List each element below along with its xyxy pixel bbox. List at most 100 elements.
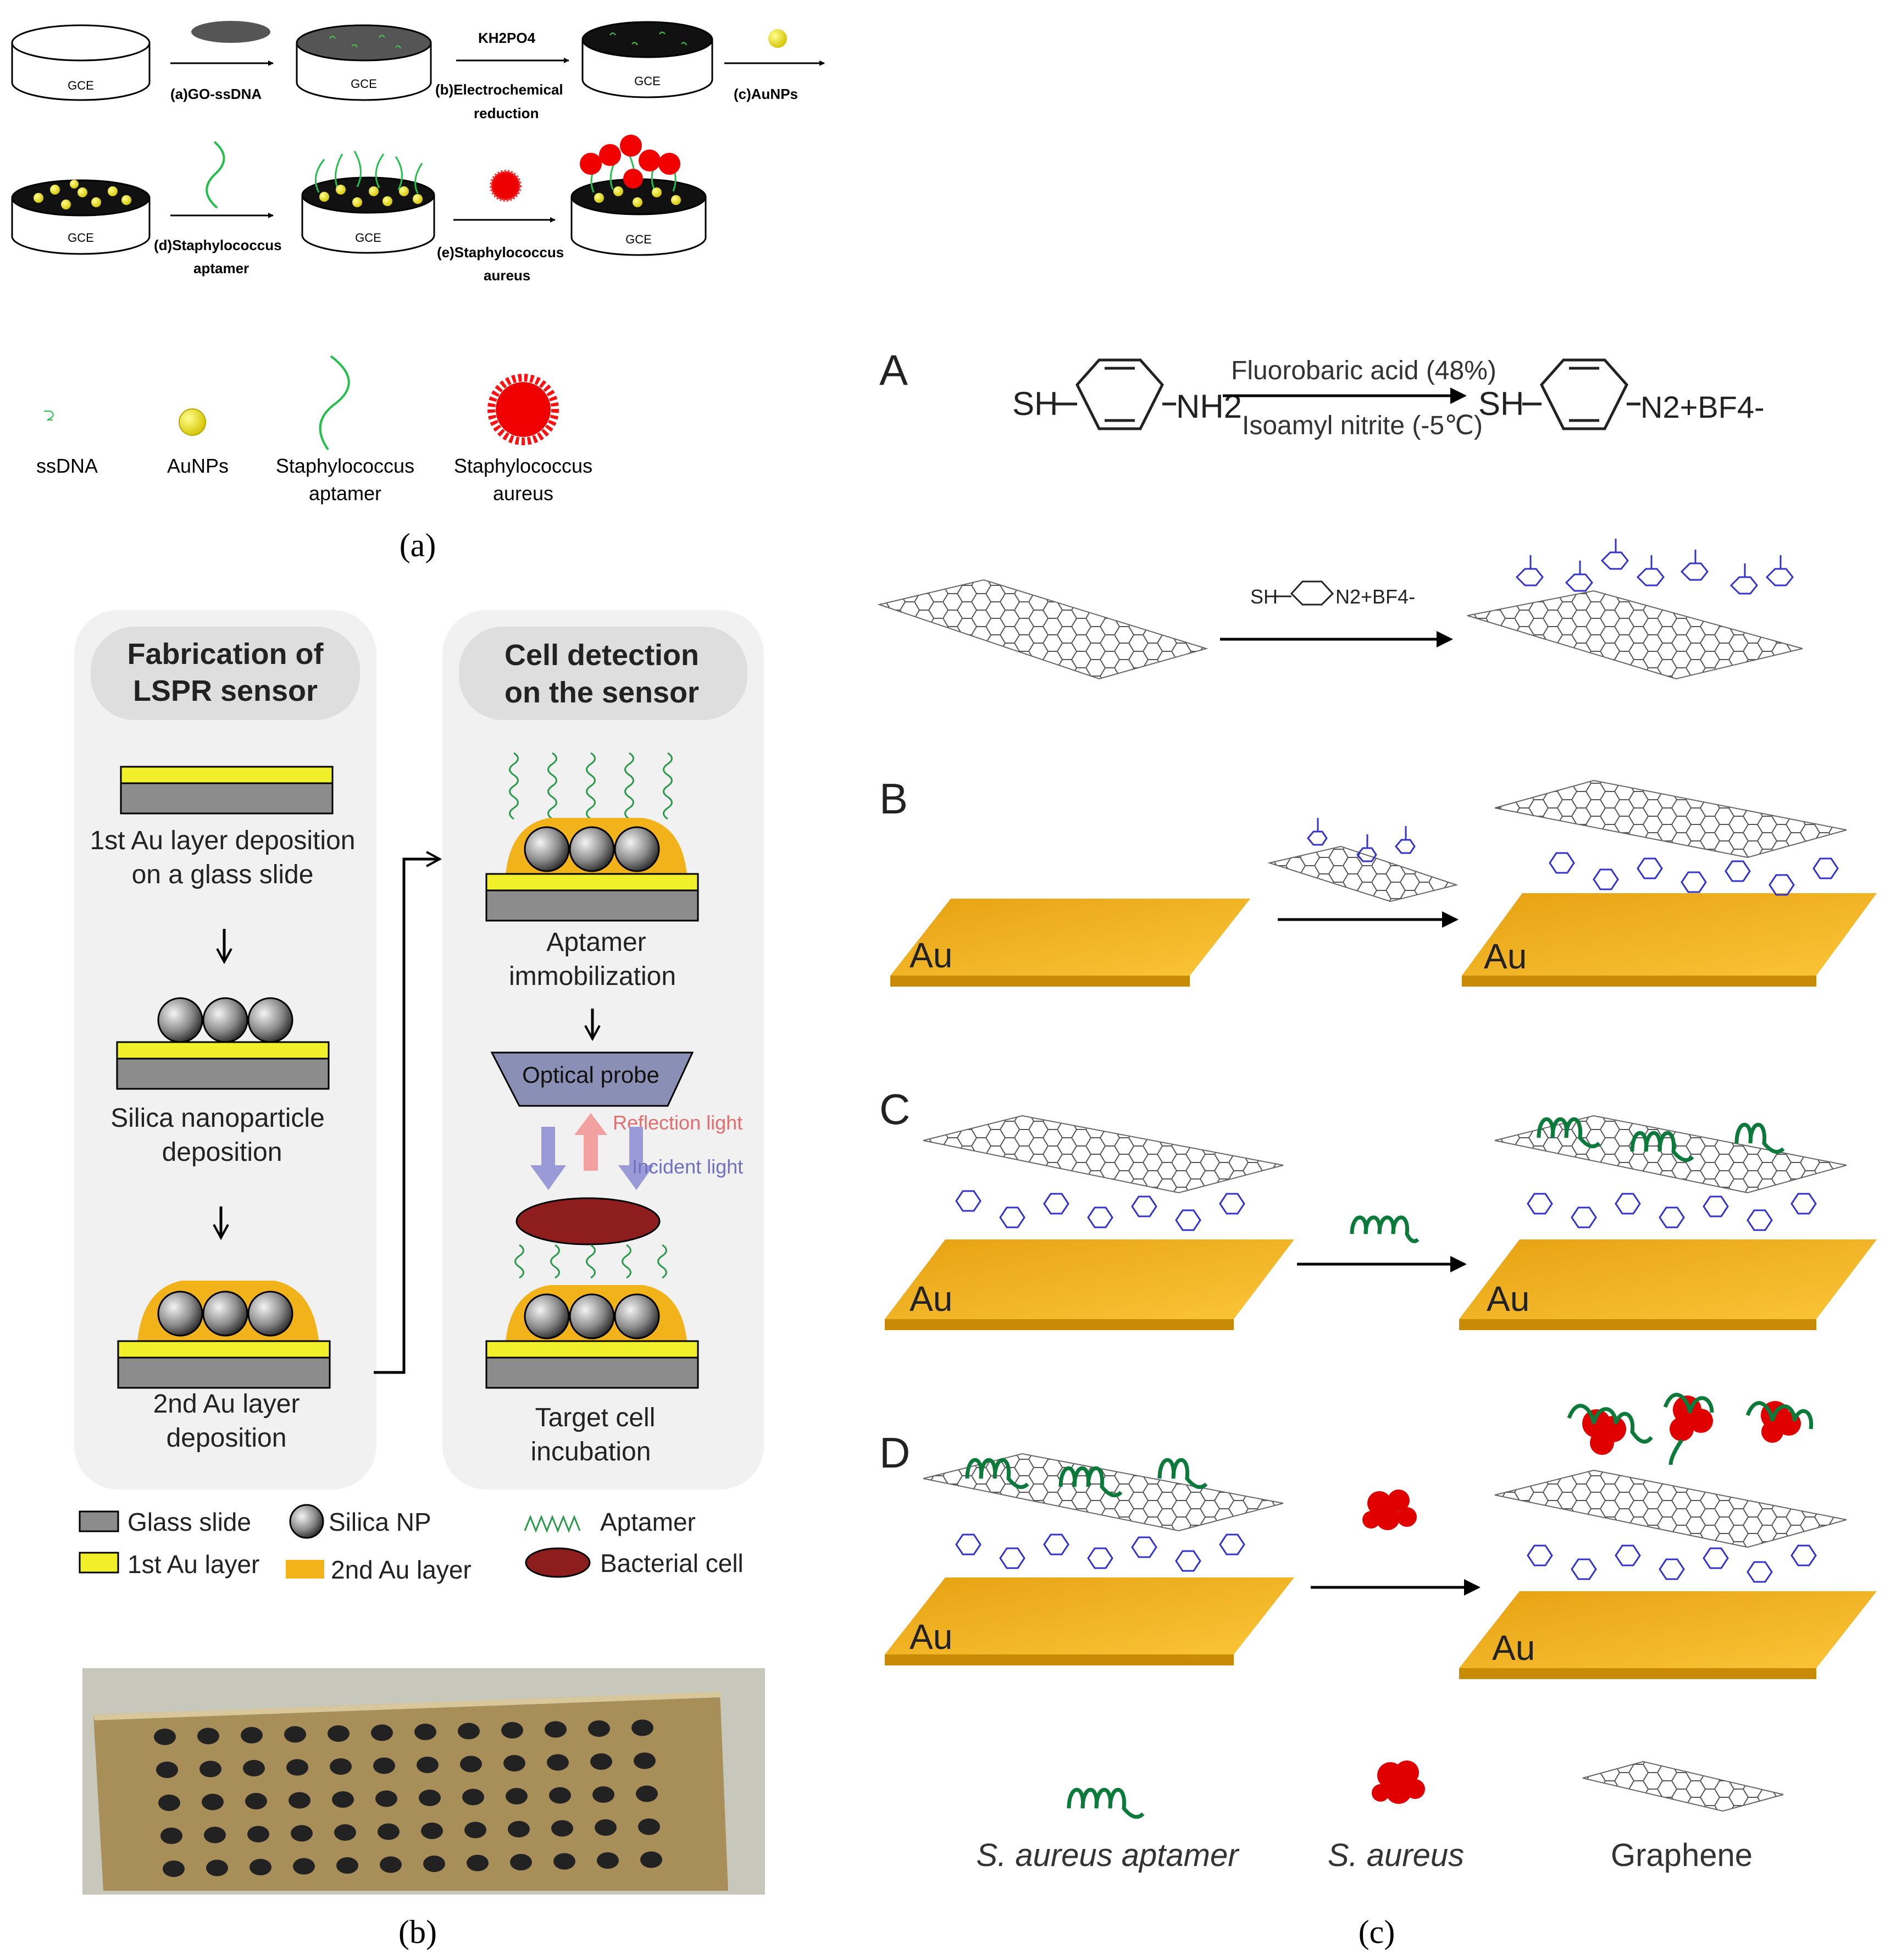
sensor-well bbox=[334, 1824, 356, 1841]
sensor-well bbox=[293, 1858, 315, 1875]
au-slab-C-left: Au bbox=[885, 1239, 1294, 1330]
legend-bacterium-icon bbox=[487, 374, 559, 445]
sensor-well bbox=[510, 1854, 532, 1870]
sensor-well bbox=[547, 1754, 569, 1771]
label-B: B bbox=[879, 774, 908, 823]
aptamer-icon bbox=[206, 141, 225, 209]
caption-b: (b) bbox=[398, 1914, 437, 1950]
s-aureus-cluster-D bbox=[1362, 1490, 1417, 1530]
sensor-well bbox=[462, 1789, 484, 1806]
legend-graphene: Graphene bbox=[1611, 1837, 1753, 1873]
au-label: Au bbox=[1487, 1279, 1529, 1319]
substrate-step1 bbox=[120, 766, 334, 815]
graphene-thiol-small bbox=[1267, 845, 1459, 903]
legend-au2: 2nd Au layer bbox=[331, 1555, 472, 1584]
sensor-well bbox=[243, 1760, 265, 1776]
aptamer-array-top bbox=[509, 752, 673, 820]
sensor-well bbox=[380, 1856, 402, 1873]
sensor-well bbox=[638, 1818, 660, 1835]
step3-text-1: 2nd Au layer bbox=[153, 1389, 300, 1419]
condition-2: Isoamyl nitrite (-5℃) bbox=[1242, 411, 1483, 440]
legend-aptamer-swatch bbox=[524, 1514, 581, 1533]
legend-au1-swatch bbox=[79, 1552, 119, 1574]
sensor-well bbox=[464, 1821, 486, 1839]
legend-silica-swatch bbox=[289, 1504, 324, 1539]
label-A: A bbox=[879, 346, 908, 394]
linker-rings-C-right bbox=[1527, 1193, 1817, 1231]
linker-rings-D-left bbox=[955, 1533, 1245, 1572]
label-C: C bbox=[879, 1085, 910, 1133]
sensor-well bbox=[597, 1852, 619, 1869]
aptamer-coil-C bbox=[1350, 1215, 1420, 1243]
step1-text-1: 1st Au layer deposition bbox=[90, 826, 356, 855]
fabrication-title-bg bbox=[91, 627, 360, 720]
legend-au2-swatch bbox=[286, 1560, 324, 1579]
panel-b: Fabrication of LSPR sensor Cell detectio… bbox=[74, 610, 765, 1950]
au-label: Au bbox=[1484, 937, 1527, 976]
sensor-well bbox=[206, 1859, 228, 1876]
sensor-well bbox=[508, 1821, 530, 1837]
optical-probe bbox=[490, 1051, 694, 1107]
small-diazo: N2+BF4- bbox=[1335, 585, 1415, 608]
legend-aureus-1: Staphylococcus bbox=[454, 455, 592, 477]
au-slab-B-right: Au bbox=[1462, 893, 1877, 987]
sensor-well bbox=[551, 1820, 573, 1837]
gce-aptamer: GCE bbox=[301, 151, 435, 254]
bacterial-cell bbox=[515, 1197, 661, 1245]
step1-text-2: on a glass slide bbox=[132, 860, 314, 889]
linker-rings-D-right bbox=[1527, 1544, 1817, 1583]
legend-au1: 1st Au layer bbox=[127, 1550, 259, 1579]
step5-text-1: Target cell bbox=[535, 1403, 656, 1432]
sh-left: SH bbox=[1012, 385, 1058, 422]
aptamer-array-bottom bbox=[514, 1244, 667, 1279]
legend-aureus-2: aureus bbox=[493, 482, 553, 505]
graphene-sheet-plain bbox=[877, 579, 1208, 680]
panel-a: GCE (a)GO-ssDNA GCE KH2PO4 (b)Electroche… bbox=[11, 21, 825, 563]
sensor-well bbox=[595, 1819, 617, 1836]
au-slab-D-right: Au bbox=[1459, 1591, 1877, 1679]
sensor-well bbox=[284, 1726, 306, 1743]
sensor-well bbox=[330, 1758, 352, 1775]
optical-probe-label: Optical probe bbox=[522, 1062, 659, 1088]
step4-text-1: Aptamer bbox=[546, 928, 646, 957]
linker-rings-C-left bbox=[955, 1190, 1245, 1231]
diazo-salt: N2+BF4- bbox=[1640, 390, 1765, 424]
incident-label: Incident light bbox=[632, 1155, 743, 1178]
step-b-label2: reduction bbox=[474, 105, 539, 121]
sensor-well bbox=[375, 1790, 397, 1807]
step-e-label1: (e)Staphylococcus bbox=[437, 244, 564, 261]
sensor-well bbox=[328, 1725, 350, 1742]
sensor-well bbox=[640, 1851, 662, 1868]
sensor-well bbox=[414, 1724, 436, 1740]
gce-label: GCE bbox=[634, 74, 661, 88]
sensor-well bbox=[545, 1721, 567, 1738]
step2-text-2: deposition bbox=[162, 1138, 282, 1167]
gce-label: GCE bbox=[68, 79, 94, 92]
gce-captured: GCE bbox=[570, 135, 707, 256]
aptamer-coils-on-graphene-D bbox=[965, 1458, 1208, 1498]
sensor-well bbox=[636, 1785, 658, 1802]
sensor-well bbox=[634, 1752, 656, 1769]
gce-label: GCE bbox=[625, 232, 652, 246]
panel-c: A SH NH2 Fluorobaric acid (48%) Isoamyl … bbox=[877, 346, 1877, 1950]
sensor-well bbox=[202, 1793, 224, 1810]
gce-label: GCE bbox=[351, 77, 377, 91]
sensor-well bbox=[291, 1825, 313, 1842]
substrate-step5 bbox=[485, 1285, 699, 1389]
sensor-well bbox=[592, 1786, 614, 1803]
sensor-well bbox=[501, 1722, 523, 1738]
substrate-step3 bbox=[117, 1281, 331, 1389]
aunp-icon bbox=[768, 29, 787, 48]
sensor-well bbox=[460, 1756, 482, 1773]
gce-aunp: GCE bbox=[11, 179, 151, 255]
legend-aptamer-coil-icon bbox=[1067, 1788, 1145, 1819]
sensor-well bbox=[549, 1787, 571, 1804]
legend-glass-swatch bbox=[79, 1510, 119, 1532]
au-label: Au bbox=[910, 935, 952, 975]
sensor-well bbox=[371, 1724, 393, 1741]
sensor-well bbox=[423, 1856, 445, 1872]
sensor-well bbox=[160, 1828, 182, 1844]
step5-text-2: incubation bbox=[531, 1437, 651, 1466]
sh-right: SH bbox=[1478, 385, 1524, 422]
